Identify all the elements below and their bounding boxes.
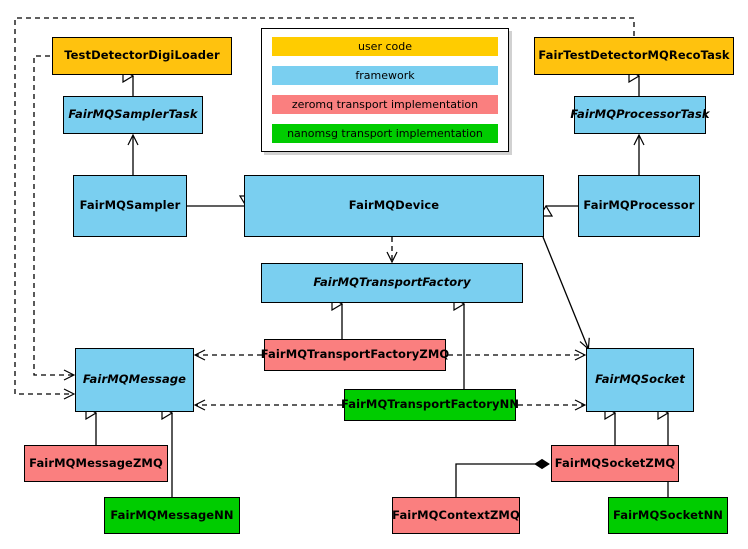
legend-item-zeromq: zeromq transport implementation: [272, 95, 498, 114]
legend-item-user-code: user code: [272, 37, 498, 56]
class-node-fairmqprocessortask[interactable]: FairMQProcessorTask: [570, 96, 710, 134]
class-node-fairmqtransportfactory[interactable]: FairMQTransportFactory: [261, 263, 523, 303]
class-node-fairmqmessagenn[interactable]: FairMQMessageNN: [104, 497, 240, 534]
legend-item-nanomsg: nanomsg transport implementation: [272, 124, 498, 143]
class-node-testdetectordigiloader[interactable]: TestDetectorDigiLoader: [52, 37, 232, 75]
class-label: FairMQSocket: [595, 372, 685, 387]
class-node-fairmqsocket[interactable]: FairMQSocket: [586, 348, 694, 412]
edge-contextzmq-to-socketzmq: [455, 458, 550, 497]
class-node-fairmqprocessor[interactable]: FairMQProcessor: [578, 175, 700, 237]
class-node-fairtestdetectormqrecotask[interactable]: FairTestDetectorMQRecoTask: [534, 37, 734, 75]
color-legend: user code framework zeromq transport imp…: [261, 28, 509, 152]
legend-item-framework: framework: [272, 66, 498, 85]
class-node-fairmqdevice[interactable]: FairMQDevice: [244, 175, 544, 237]
class-node-fairmqsocketnn[interactable]: FairMQSocketNN: [608, 497, 728, 534]
class-node-fairmqtransportfactoryzmq[interactable]: FairMQTransportFactoryZMQ: [261, 339, 449, 371]
class-node-fairmqsampler[interactable]: FairMQSampler: [73, 175, 187, 237]
class-label: FairMQContextZMQ: [392, 507, 520, 522]
legend-label-nanomsg: nanomsg transport implementation: [287, 127, 483, 140]
class-node-fairmqmessage[interactable]: FairMQMessage: [75, 348, 194, 412]
class-label: FairMQMessageZMQ: [29, 455, 163, 470]
class-label: FairMQProcessor: [583, 198, 695, 213]
legend-label-user-code: user code: [357, 40, 413, 53]
class-label: FairMQTransportFactory: [313, 275, 471, 290]
class-label: FairTestDetectorMQRecoTask: [538, 48, 730, 63]
class-label: TestDetectorDigiLoader: [64, 48, 220, 63]
edge-device-to-socket: [542, 236, 588, 348]
class-label: FairMQSocketNN: [612, 507, 724, 522]
legend-label-framework: framework: [355, 69, 415, 82]
class-label: FairMQTransportFactoryNN: [340, 397, 520, 412]
class-node-fairmqmessagezmq[interactable]: FairMQMessageZMQ: [24, 445, 168, 482]
class-node-fairmqsamplertask[interactable]: FairMQSamplerTask: [63, 96, 203, 134]
class-label: FairMQProcessorTask: [570, 107, 710, 122]
class-label: FairMQMessage: [82, 372, 187, 387]
class-node-fairmqsocketzmq[interactable]: FairMQSocketZMQ: [551, 445, 679, 482]
class-label: FairMQSamplerTask: [68, 107, 198, 122]
class-node-fairmqtransportfactorynn[interactable]: FairMQTransportFactoryNN: [340, 389, 520, 421]
legend-label-zeromq: zeromq transport implementation: [291, 98, 479, 111]
class-label: FairMQTransportFactoryZMQ: [260, 347, 450, 362]
class-label: FairMQSampler: [79, 198, 181, 213]
class-label: FairMQMessageNN: [110, 507, 234, 522]
class-label: FairMQSocketZMQ: [554, 455, 676, 470]
class-label: FairMQDevice: [348, 198, 440, 213]
class-node-fairmqcontextzmq[interactable]: FairMQContextZMQ: [392, 497, 520, 534]
